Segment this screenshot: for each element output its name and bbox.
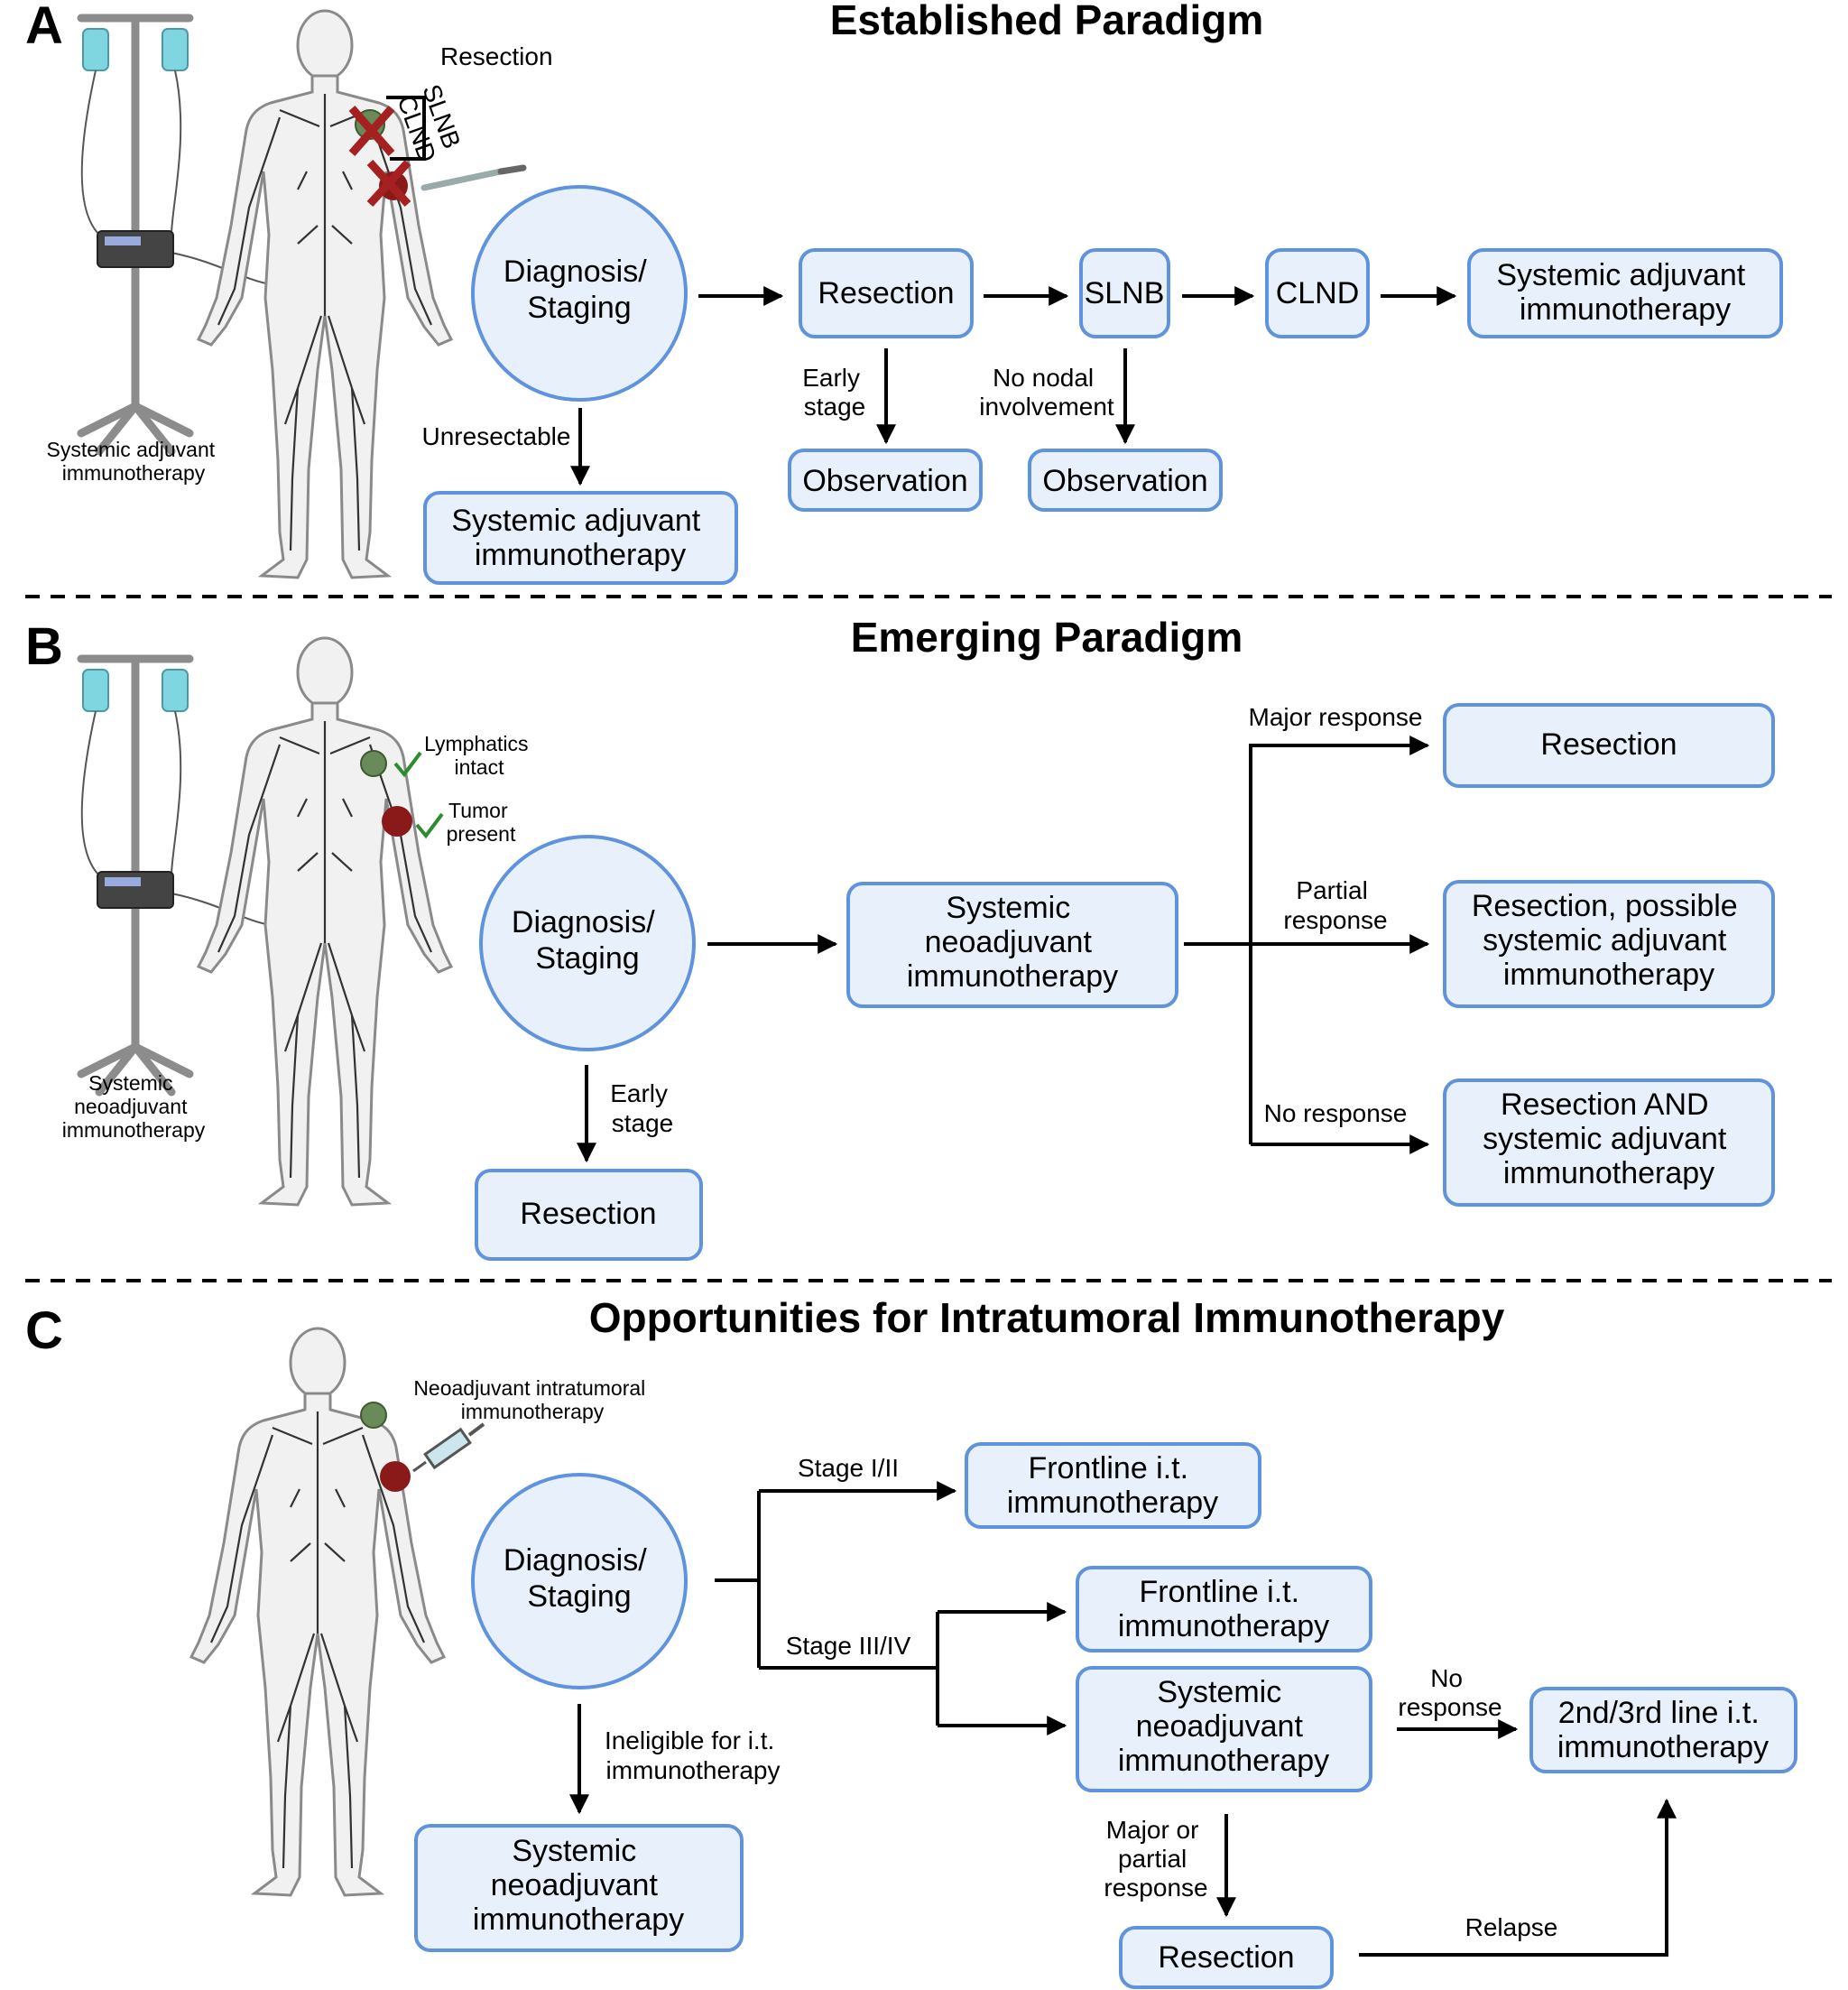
- diagnosis-label-c: Diagnosis/ Staging: [504, 1543, 655, 1614]
- diagnosis-node-a: [471, 185, 688, 402]
- bracket-labels: Resection: [440, 42, 553, 70]
- box-frontline-1-label: Frontline i.t. immunotherapy: [1007, 1451, 1218, 1520]
- panel-b-title: Emerging Paradigm: [851, 614, 1243, 661]
- panel-c-letter: C: [25, 1301, 63, 1360]
- edge-label-early-stage-a: Early stage: [802, 364, 867, 421]
- box-observation-2: [1028, 449, 1223, 512]
- annotation-neoadjuvant-it: Neoadjuvant intratumoral immunotherapy: [413, 1376, 651, 1423]
- crossed-tumor-icons: [348, 106, 411, 208]
- diagnosis-node-c: [471, 1473, 688, 1689]
- box-clnd: [1265, 248, 1370, 338]
- lymph-node-icon-c: [360, 1402, 387, 1429]
- edge-label-unresectable: Unresectable: [422, 422, 571, 450]
- edge-label-major: Major response: [1249, 703, 1423, 731]
- box-second-line-label: 2nd/3rd line i.t. immunotherapy: [1557, 1696, 1769, 1764]
- panel-a-title: Established Paradigm: [830, 0, 1264, 43]
- panel-c-title: Opportunities for Intratumoral Immunothe…: [589, 1294, 1505, 1341]
- edge-label-ineligible: Ineligible for i.t. immunotherapy: [605, 1726, 781, 1784]
- tumor-icon: [382, 806, 412, 837]
- diagnosis-label-b: Diagnosis/ Staging: [512, 905, 663, 976]
- human-figure-b: [197, 636, 453, 1207]
- box-observation-1-label: Observation: [802, 464, 967, 498]
- scalpel-icon: [420, 164, 527, 191]
- box-resection-partial-label: Resection, possible systemic adjuvant im…: [1472, 889, 1746, 992]
- diagnosis-label-a: Diagnosis/ Staging: [504, 255, 655, 325]
- edge-label-stage-12: Stage I/II: [798, 1454, 899, 1482]
- box-resection-c-label: Resection: [1158, 1940, 1294, 1975]
- box-resection-c: [1119, 1926, 1334, 1989]
- box-neoadjuvant-b-label: Systemic neoadjuvant immunotherapy: [907, 891, 1118, 994]
- box-neoadjuvant-c: [1076, 1666, 1372, 1792]
- box-resection-early: [475, 1169, 703, 1261]
- syringe-icon: [412, 1422, 485, 1473]
- box-resection-a-label: Resection: [818, 276, 954, 310]
- box-frontline-2: [1076, 1566, 1372, 1652]
- edge-label-partial: Partial response: [1283, 876, 1387, 934]
- box-neoadjuvant-c-label: Systemic neoadjuvant immunotherapy: [1118, 1675, 1329, 1778]
- bracket: [386, 96, 426, 161]
- box-slnb: [1079, 248, 1170, 338]
- panel-b: B Emerging Paradigm Systemic neoadjuvant…: [25, 614, 1775, 1261]
- annotation-lymphatics: Lymphatics intact: [424, 732, 534, 779]
- box-observation-1: [788, 449, 983, 512]
- human-figure-c: [189, 1327, 446, 1897]
- edge-label-no-response-c: No response: [1398, 1664, 1502, 1721]
- panel-b-letter: B: [25, 617, 63, 676]
- arrows-a: [570, 286, 1457, 486]
- box-resection-early-label: Resection: [520, 1197, 656, 1231]
- panel-a: A Established Paradigm Systemic adjuvant…: [25, 0, 1783, 585]
- lymph-node-icon: [360, 750, 387, 777]
- box-systemic-adjuvant-bottom-label: Systemic adjuvant immunotherapy: [451, 504, 708, 572]
- tumor-icon-c: [380, 1461, 411, 1492]
- box-resection-a: [799, 248, 974, 338]
- box-systemic-neoadjuvant-c: [414, 1824, 744, 1952]
- arrows-c: [569, 1481, 1677, 1957]
- box-resection-major: [1443, 703, 1775, 788]
- annotation-tumor: Tumor present: [447, 799, 516, 846]
- box-resection-none-label: Resection AND systemic adjuvant immunoth…: [1483, 1088, 1735, 1190]
- box-slnb-label: SLNB: [1085, 276, 1165, 310]
- check-icon-lymphatics: [393, 751, 422, 778]
- box-frontline-1: [965, 1442, 1261, 1529]
- diagnosis-node-b: [479, 835, 696, 1051]
- panel-a-letter: A: [25, 0, 63, 55]
- edge-label-no-response-b: No response: [1264, 1099, 1408, 1127]
- box-clnd-label: CLND: [1276, 276, 1360, 310]
- edge-label-early-stage-b: Early stage: [610, 1079, 675, 1137]
- panel-c: C Opportunities for Intratumoral Immunot…: [25, 1294, 1797, 1989]
- edge-label-stage-34: Stage III/IV: [786, 1632, 911, 1660]
- panel-b-figure-caption: Systemic neoadjuvant immunotherapy: [62, 1071, 206, 1142]
- box-second-line: [1529, 1687, 1797, 1773]
- box-systemic-adjuvant-right-label: Systemic adjuvant immunotherapy: [1496, 258, 1753, 327]
- box-systemic-adjuvant-bottom: [423, 491, 738, 585]
- box-systemic-neoadjuvant-c-label: Systemic neoadjuvant immunotherapy: [473, 1834, 684, 1937]
- box-resection-major-label: Resection: [1540, 727, 1677, 762]
- box-observation-2-label: Observation: [1042, 464, 1207, 498]
- edge-label-relapse: Relapse: [1465, 1913, 1558, 1941]
- box-frontline-2-label: Frontline i.t. immunotherapy: [1118, 1575, 1329, 1643]
- box-systemic-adjuvant-right: [1467, 248, 1783, 338]
- arrows-b: [577, 736, 1430, 1163]
- edge-label-no-nodal: No nodal involvement: [979, 364, 1114, 421]
- edge-label-major-partial: Major or partial response: [1104, 1816, 1207, 1902]
- box-resection-partial: [1443, 880, 1775, 1008]
- box-neoadjuvant-b: [846, 882, 1178, 1008]
- check-icon-tumor: [415, 812, 444, 839]
- box-resection-none: [1443, 1078, 1775, 1207]
- panel-a-figure-caption: Systemic adjuvant immunotherapy: [46, 438, 220, 485]
